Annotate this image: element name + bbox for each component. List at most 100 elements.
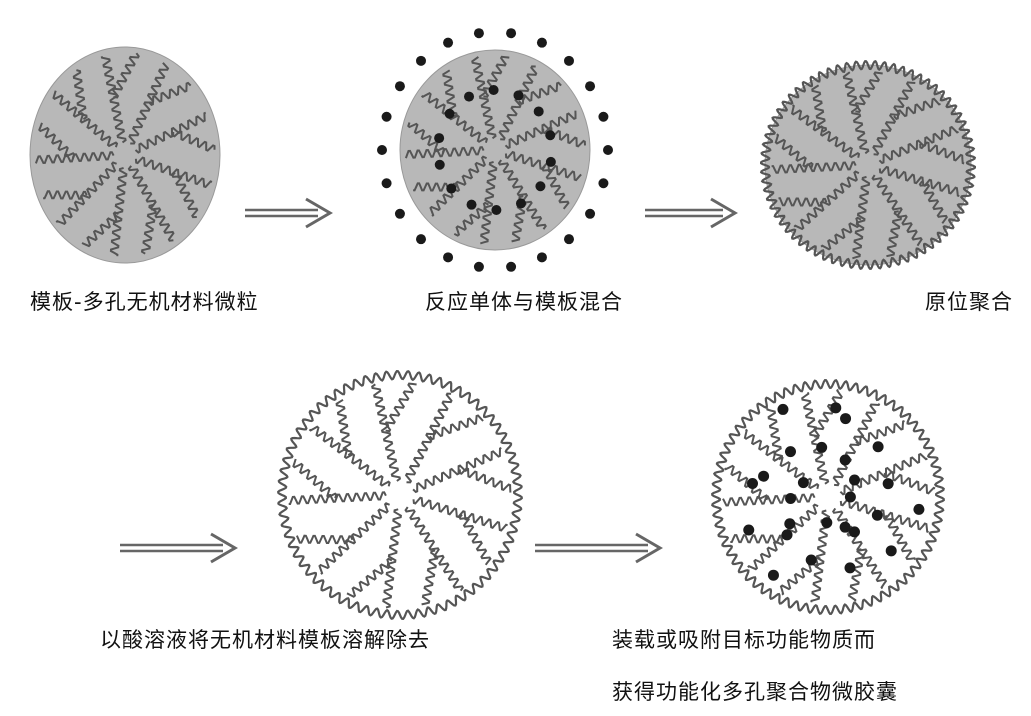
polymer-shell xyxy=(277,369,523,621)
monomer-dot xyxy=(416,55,427,66)
polymer-shell xyxy=(711,378,945,616)
step5-label-line1: 装载或吸附目标功能物质而 xyxy=(612,628,876,652)
functional-substance-dot xyxy=(784,446,796,458)
polymer-branch xyxy=(140,203,157,255)
monomer-dot xyxy=(394,81,405,92)
polymer-branch xyxy=(458,513,492,566)
monomer-dot xyxy=(603,145,613,155)
monomer-dot xyxy=(506,28,517,39)
monomer-dot xyxy=(536,37,547,48)
monomer-dot xyxy=(585,208,596,219)
arrow-shaft xyxy=(245,208,318,218)
polymer-chain xyxy=(288,491,387,505)
polymer-chain xyxy=(134,111,207,154)
polymer-branch xyxy=(335,398,353,456)
polymer-branch xyxy=(81,211,119,248)
functional-substance-dot xyxy=(839,521,851,533)
functional-substance-dot xyxy=(840,413,852,425)
arrow-shaft xyxy=(535,543,648,553)
polymer-chain xyxy=(404,506,464,592)
polymer-branch xyxy=(172,130,216,152)
polymer-chain xyxy=(404,392,453,484)
functional-substance-dot xyxy=(746,478,758,490)
functional-substance-dot xyxy=(844,562,856,574)
functional-substance-dot xyxy=(830,402,842,414)
functional-substance-dot xyxy=(871,509,883,521)
monomer-dot xyxy=(377,145,387,155)
polymer-chain xyxy=(497,159,547,230)
monomer-dot xyxy=(473,261,484,272)
functional-substance-dot xyxy=(913,503,925,515)
functional-substance-dot xyxy=(816,441,828,453)
polymer-branch xyxy=(148,81,192,106)
polymer-chain xyxy=(878,125,959,165)
arrow-head-icon xyxy=(710,197,738,229)
polymer-branch xyxy=(518,81,562,105)
polymer-chain xyxy=(480,160,498,245)
monomer-dot xyxy=(443,37,454,48)
monomer-dot xyxy=(598,111,609,122)
monomer-dot xyxy=(545,156,556,167)
polymer-branch xyxy=(482,55,510,98)
polymer-chain xyxy=(127,165,175,242)
polymer-branch xyxy=(847,548,865,602)
polymer-chain xyxy=(790,104,861,159)
monomer-dot xyxy=(535,181,546,192)
arrow-head-icon xyxy=(210,532,238,564)
polymer-branch xyxy=(883,514,917,561)
monomer-dot xyxy=(536,252,547,263)
polymer-chain xyxy=(722,493,816,507)
functional-substance-dot xyxy=(777,403,789,415)
functional-substance-dot xyxy=(839,454,851,466)
step3-label: 原位聚合 xyxy=(925,290,1013,314)
polymer-chain xyxy=(308,425,391,487)
polymer-chain xyxy=(318,502,390,575)
monomer-dot xyxy=(513,90,524,101)
functional-substance-dot xyxy=(849,474,861,486)
polymer-branch xyxy=(820,216,862,251)
monomer-dot xyxy=(466,199,477,210)
polymer-branch xyxy=(38,122,76,159)
polymer-branch xyxy=(295,534,354,545)
functional-substance-dot xyxy=(781,529,793,541)
polymer-branch xyxy=(542,126,586,148)
step5-label-line2: 获得功能化多孔聚合物微胶囊 xyxy=(612,680,898,704)
polymer-branch xyxy=(458,467,512,493)
polymer-chain xyxy=(371,383,402,482)
monomer-dot xyxy=(444,108,455,119)
monomer-dot xyxy=(585,81,596,92)
polymer-branch xyxy=(774,133,814,168)
polymer-branch xyxy=(43,190,88,200)
monomer-dot xyxy=(563,234,574,245)
monomer-dot xyxy=(506,261,517,272)
functional-substance-dot xyxy=(743,524,755,536)
arrow-head-icon xyxy=(635,532,663,564)
polymer-chain xyxy=(412,496,508,532)
monomer-dot xyxy=(434,159,445,170)
functional-substance-dot xyxy=(821,517,833,529)
polymer-branch xyxy=(453,201,489,237)
polymer-chain xyxy=(128,62,170,145)
monomer-dot xyxy=(533,106,544,117)
polymer-branch xyxy=(292,458,338,499)
polymer-chain xyxy=(100,56,127,144)
polymer-chain xyxy=(471,56,497,140)
monomer-dot xyxy=(545,130,556,141)
functional-substance-dot xyxy=(784,518,796,530)
monomer-dot xyxy=(491,204,502,215)
polymer-branch xyxy=(72,69,88,120)
functional-substance-dot xyxy=(848,526,860,538)
polymer-chain xyxy=(412,446,502,494)
functional-substance-dot xyxy=(758,470,770,482)
polymer-branch xyxy=(111,52,140,99)
functional-substance-dot xyxy=(797,477,809,489)
polymer-branch xyxy=(541,165,570,210)
step4-label: 以酸溶液将无机材料模板溶解除去 xyxy=(100,628,430,652)
polymer-branch xyxy=(883,470,936,495)
monomer-dot xyxy=(464,91,475,102)
monomer-dot xyxy=(515,198,526,209)
polymer-chain xyxy=(871,174,923,247)
polymer-chain xyxy=(498,65,538,141)
monomer-dot xyxy=(473,28,484,39)
